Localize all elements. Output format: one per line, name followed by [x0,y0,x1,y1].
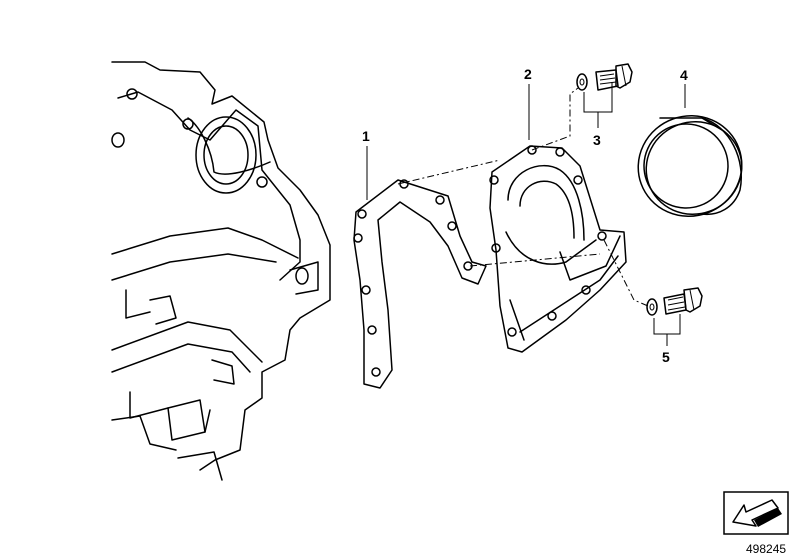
callout-4[interactable]: 4 [680,67,688,83]
callout-3[interactable]: 3 [593,132,601,148]
arrow-down-left-icon[interactable] [723,491,789,535]
callout-1[interactable]: 1 [362,128,370,144]
part-2-cover[interactable] [489,145,627,353]
callout-5[interactable]: 5 [662,349,670,365]
part-1-gasket[interactable] [353,179,487,389]
diagram-number: 498245 [746,542,786,556]
part-3-bolt-washer[interactable] [576,63,633,91]
alignment-lines [397,87,649,307]
engine-block [111,61,331,481]
callout-2[interactable]: 2 [524,66,532,82]
leader-lines [366,82,686,346]
part-5-bolt-washer[interactable] [646,287,703,316]
part-4-shaft-seal[interactable] [624,101,756,231]
